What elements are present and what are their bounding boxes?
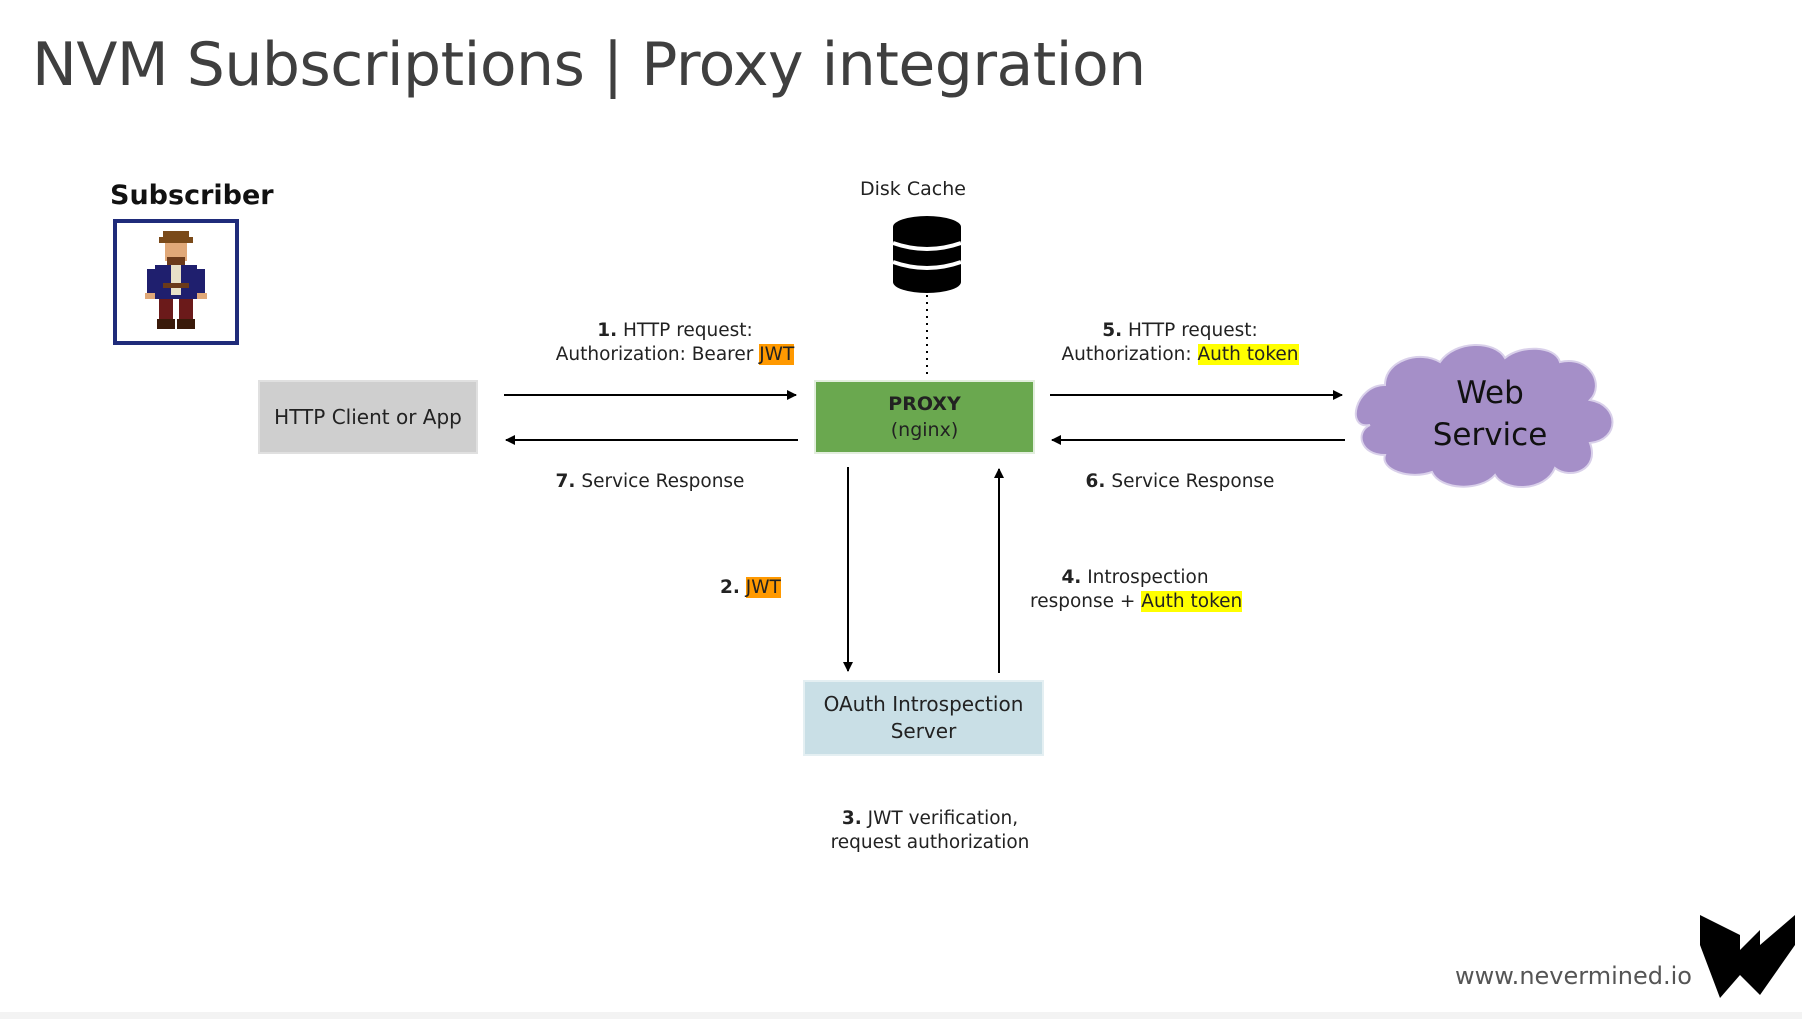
web-service-cloud — [1354, 344, 1614, 488]
subscriber-avatar — [113, 219, 239, 345]
pirate-avatar — [145, 231, 207, 329]
web-service-line2: Service — [1432, 417, 1548, 453]
step2-jwt-highlight: JWT — [745, 577, 781, 598]
step1-label: 1. HTTP request: Authorization: Bearer J… — [540, 319, 810, 367]
step5-label: 5. HTTP request: Authorization: Auth tok… — [1050, 319, 1310, 367]
step5-text: HTTP request: — [1122, 320, 1258, 341]
http-client-label: HTTP Client or App — [274, 405, 462, 429]
step4-text: Introspection — [1081, 567, 1209, 588]
proxy-box: PROXY (nginx) — [814, 380, 1035, 454]
oauth-server-box: OAuth Introspection Server — [803, 680, 1044, 756]
nevermined-logo-icon — [1700, 915, 1795, 998]
step7-label: 7. Service Response — [540, 470, 760, 494]
oauth-label-line2: Server — [890, 719, 957, 743]
step2-number: 2. — [720, 577, 740, 598]
step6-text: Service Response — [1105, 471, 1275, 492]
step1-number: 1. — [597, 320, 618, 341]
step5-line2: Authorization: — [1061, 344, 1198, 365]
web-service-label: Web Service — [1390, 372, 1590, 456]
step7-number: 7. — [555, 471, 576, 492]
proxy-title: PROXY — [888, 393, 961, 415]
subscriber-label: Subscriber — [110, 180, 274, 211]
step1-jwt-highlight: JWT — [759, 344, 795, 365]
page-title: NVM Subscriptions | Proxy integration — [32, 30, 1146, 100]
database-icon — [892, 216, 962, 293]
step3-line2: request authorization — [830, 832, 1030, 853]
step1-text: HTTP request: — [617, 320, 753, 341]
step1-line2: Authorization: Bearer — [555, 344, 760, 365]
step2-label: 2. JWT — [720, 576, 820, 600]
disk-cache-label: Disk Cache — [860, 178, 966, 200]
step4-line2: response + — [1030, 591, 1142, 612]
bottom-strip — [0, 1012, 1802, 1019]
http-client-box: HTTP Client or App — [258, 380, 478, 454]
step5-number: 5. — [1102, 320, 1123, 341]
step4-number: 4. — [1061, 567, 1082, 588]
step3-text: JWT verification, — [861, 808, 1019, 829]
step4-label: 4. Introspection response + Auth token — [1030, 566, 1243, 614]
step3-label: 3. JWT verification, request authorizati… — [830, 807, 1030, 855]
footer-url[interactable]: www.nevermined.io — [1455, 962, 1692, 990]
oauth-label-line1: OAuth Introspection — [823, 692, 1024, 716]
step4-token-highlight: Auth token — [1141, 591, 1243, 612]
step3-number: 3. — [841, 808, 862, 829]
step6-label: 6. Service Response — [1080, 470, 1280, 494]
proxy-subtitle: (nginx) — [890, 419, 959, 441]
step5-token-highlight: Auth token — [1197, 344, 1299, 365]
web-service-line1: Web — [1456, 375, 1524, 411]
step7-text: Service Response — [575, 471, 745, 492]
step6-number: 6. — [1085, 471, 1106, 492]
